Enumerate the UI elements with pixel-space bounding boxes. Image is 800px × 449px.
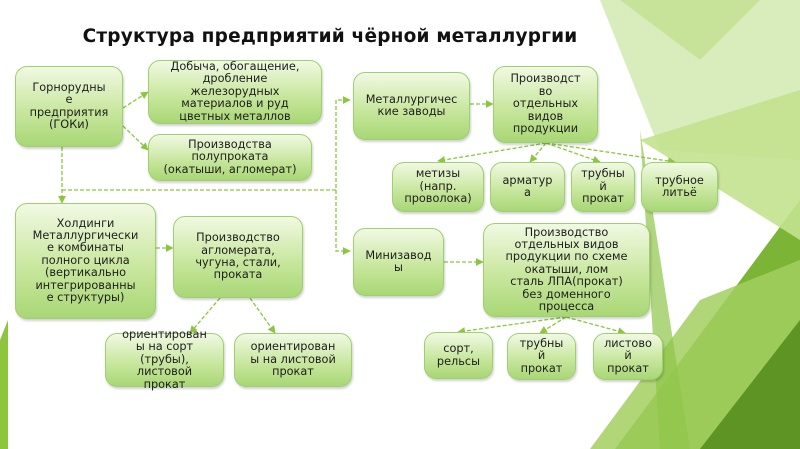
node-semi: Производства полупроката (окатыши, аглом… xyxy=(148,134,312,181)
node-mini-sheet: листово й прокат xyxy=(593,333,663,380)
decor-left-strip xyxy=(0,320,8,449)
node-mini: Минизавод ы xyxy=(353,228,444,296)
node-pipe: трубны й прокат xyxy=(571,162,635,212)
slide-title: Структура предприятий чёрной металлургии xyxy=(82,26,578,47)
node-sheet-oriented: ориентирован ы на листовой прокат xyxy=(234,333,352,387)
decor-light-shard xyxy=(640,90,800,240)
decor-top-stripe xyxy=(620,0,760,60)
node-mining: Добыча, обогащение, дробление железорудн… xyxy=(148,60,322,124)
node-sort-rails: сорт, рельсы xyxy=(424,332,493,379)
decor-dark-shard xyxy=(700,320,800,449)
node-sort-oriented: ориентирован ы на сорт (трубы), листовой… xyxy=(105,328,224,390)
node-holdings: Холдинги Металлургически е комбинаты пол… xyxy=(15,203,156,319)
node-aggl: Производство агломерата, чугуна, стали, … xyxy=(173,216,303,298)
node-mini-pipe: трубны й прокат xyxy=(507,333,576,380)
node-metal-plants: Металлургичес кие заводы xyxy=(353,72,470,140)
node-rebar: арматур а xyxy=(490,162,565,212)
node-gok: Горнорудны е предприятия (ГОКи) xyxy=(15,66,123,147)
node-pipe-cast: трубное литьё xyxy=(641,162,718,212)
node-hardware: метизы (напр. проволока) xyxy=(392,162,484,212)
node-separate: Производст во отдельных видов продукции xyxy=(493,66,598,143)
node-mini-desc: Производство отдельных видов продукции п… xyxy=(483,223,650,317)
